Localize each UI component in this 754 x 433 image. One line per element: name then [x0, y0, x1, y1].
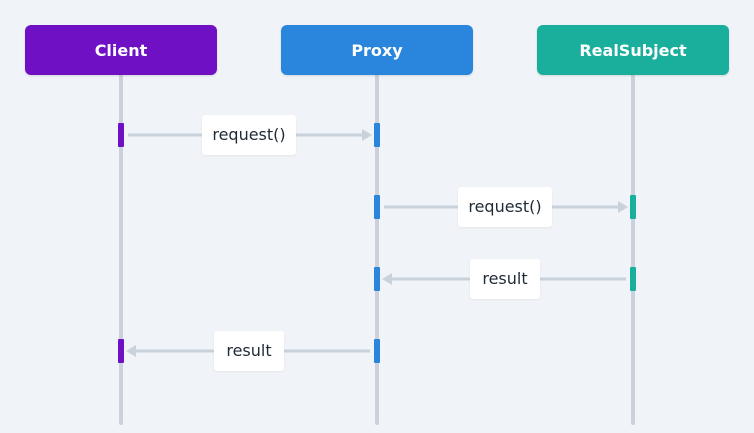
participant-realsubject: RealSubject	[537, 25, 729, 75]
activation-bar-realsubject-2-0	[630, 267, 636, 291]
activation-bar-proxy-3-0	[374, 339, 380, 363]
activation-bars	[118, 123, 636, 363]
participant-proxy: Proxy	[281, 25, 473, 75]
message-label-request-proxy-to-realsubject: request()	[458, 187, 552, 227]
arrow-head-0	[362, 129, 372, 141]
arrow-head-1	[618, 201, 628, 213]
message-label-request-client-to-proxy: request()	[202, 115, 296, 155]
arrow-head-3	[126, 345, 136, 357]
activation-bar-proxy-0-1	[374, 123, 380, 147]
message-label-result-proxy-to-client: result	[214, 331, 284, 371]
activation-bar-realsubject-1-1	[630, 195, 636, 219]
message-label-result-realsubject-to-proxy: result	[470, 259, 540, 299]
activation-bar-proxy-1-0	[374, 195, 380, 219]
arrow-head-2	[382, 273, 392, 285]
activation-bar-proxy-2-1	[374, 267, 380, 291]
activation-bar-client-3-1	[118, 339, 124, 363]
activation-bar-client-0-0	[118, 123, 124, 147]
participant-client: Client	[25, 25, 217, 75]
